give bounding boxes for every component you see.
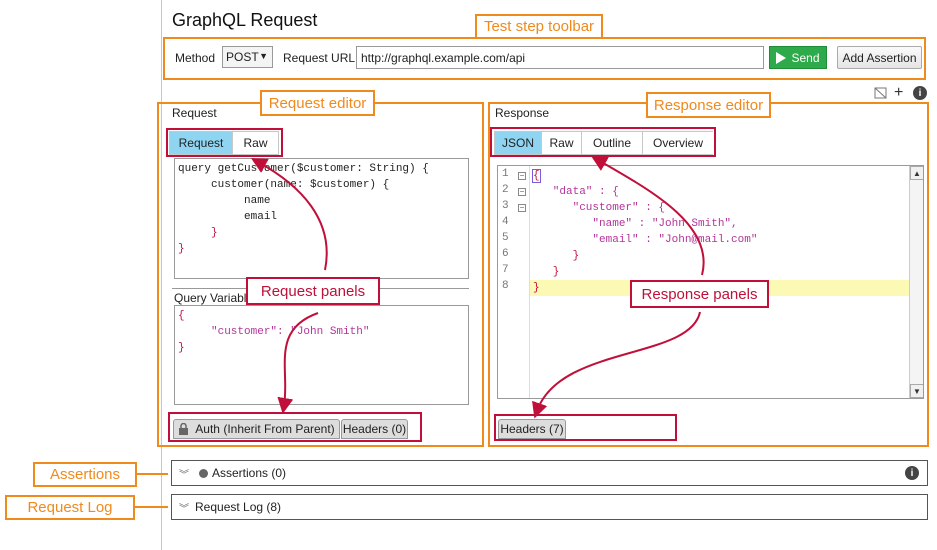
assertions-label: Assertions (0)	[212, 466, 287, 480]
callout-request-panels: Request panels	[246, 277, 380, 305]
send-button[interactable]: Send	[769, 46, 827, 69]
tab-request-headers[interactable]: Headers (0)	[341, 419, 408, 439]
assertions-bar[interactable]: ︾ Assertions (0) i	[171, 460, 928, 486]
arrow-to-response-bottom-tabs	[532, 311, 701, 419]
fold-collapse-icon[interactable]: −	[518, 171, 526, 180]
callout-response-panels: Response panels	[630, 280, 769, 308]
variables-line: {	[178, 310, 185, 322]
vertical-scrollbar[interactable]: ▲ ▼	[909, 166, 923, 398]
tab-auth-label: Auth (Inherit From Parent)	[195, 422, 335, 436]
json-line: "customer" : {	[533, 202, 666, 214]
fold-collapse-icon[interactable]: −	[518, 203, 526, 212]
query-editor[interactable]: query getCustomer($customer: String) { c…	[174, 158, 469, 279]
json-line: "data" : {	[533, 186, 619, 198]
query-line: email	[178, 211, 278, 223]
arrow-to-request-bottom-tabs	[277, 312, 319, 414]
arrow-to-request-tabs	[250, 158, 328, 271]
method-label: Method	[175, 51, 216, 65]
callout-request-editor: Request editor	[260, 90, 375, 116]
response-section-label: Response	[495, 106, 550, 120]
request-bottom-tabs-highlight	[168, 412, 422, 442]
page-title: GraphQL Request	[172, 10, 318, 30]
json-line: }	[533, 282, 540, 294]
json-line: }	[533, 266, 560, 278]
json-line: {	[532, 169, 541, 183]
double-chevron-down-icon[interactable]: ︾	[179, 503, 189, 515]
variables-editor[interactable]: { "customer": "John Smith" }	[174, 305, 469, 405]
url-input[interactable]: http://graphql.example.com/api	[356, 46, 764, 69]
chevron-down-icon: ▼	[259, 51, 268, 61]
play-icon	[776, 51, 787, 64]
variables-line: }	[178, 342, 185, 354]
request-log-label: Request Log (8)	[195, 500, 282, 514]
request-log-bar[interactable]: ︾ Request Log (8)	[171, 494, 928, 520]
info-icon[interactable]: i	[913, 86, 927, 100]
variables-label: Query Variables	[174, 291, 254, 305]
response-tabs: JSON Raw Outline Overview	[494, 131, 713, 155]
lock-icon	[179, 423, 189, 435]
tab-request[interactable]: Request	[170, 132, 233, 154]
url-label: Request URL:	[283, 51, 359, 65]
json-line: }	[533, 250, 580, 262]
request-tabs: Request Raw	[169, 131, 279, 155]
tab-response-headers[interactable]: Headers (7)	[498, 419, 566, 439]
tab-outline[interactable]: Outline	[582, 132, 643, 154]
callout-request-log: Request Log	[5, 495, 135, 520]
add-panel-icon[interactable]: +	[894, 84, 904, 101]
json-line: "name" : "John Smith",	[533, 218, 738, 230]
tab-auth[interactable]: Auth (Inherit From Parent)	[173, 419, 340, 439]
tab-overview[interactable]: Overview	[643, 132, 713, 154]
method-select-value: POST	[226, 50, 259, 64]
variables-line: "customer": "John Smith"	[178, 326, 370, 338]
callout-response-editor: Response editor	[646, 92, 771, 118]
tab-response-raw[interactable]: Raw	[542, 132, 582, 154]
response-viewer[interactable]: 1 2 3 4 5 6 7 8 − − − { "data" : { "cust…	[497, 165, 924, 399]
response-tabs-highlight	[490, 127, 716, 157]
url-input-value: http://graphql.example.com/api	[361, 50, 526, 65]
query-line: }	[178, 227, 218, 239]
scroll-up-icon[interactable]: ▲	[910, 166, 923, 180]
callout-toolbar: Test step toolbar	[475, 14, 603, 39]
request-tabs-highlight	[166, 128, 283, 157]
query-line: name	[178, 195, 271, 207]
query-line: }	[178, 243, 185, 255]
double-chevron-down-icon[interactable]: ︾	[179, 469, 189, 481]
fold-collapse-icon[interactable]: −	[518, 187, 526, 196]
tab-json[interactable]: JSON	[495, 132, 542, 154]
request-section-label: Request	[172, 106, 217, 120]
query-line: customer(name: $customer) {	[178, 179, 390, 191]
scroll-down-icon[interactable]: ▼	[910, 384, 923, 398]
response-bottom-tabs-highlight	[494, 414, 677, 441]
tab-raw[interactable]: Raw	[233, 132, 279, 154]
send-button-label: Send	[791, 50, 820, 65]
method-select[interactable]: POST ▼	[222, 46, 273, 68]
callout-assertions: Assertions	[33, 462, 137, 487]
layout-toggle-icon[interactable]	[874, 87, 887, 99]
json-lines: { "data" : { "customer" : { "name" : "Jo…	[532, 168, 758, 296]
arrow-to-response-tabs	[591, 156, 705, 276]
info-icon[interactable]: i	[905, 466, 919, 480]
line-gutter: 1 2 3 4 5 6 7 8 − − −	[498, 166, 530, 398]
add-assertion-button[interactable]: Add Assertion	[837, 46, 922, 69]
status-dot-icon	[199, 468, 208, 478]
json-line: "email" : "John@mail.com"	[533, 234, 758, 246]
